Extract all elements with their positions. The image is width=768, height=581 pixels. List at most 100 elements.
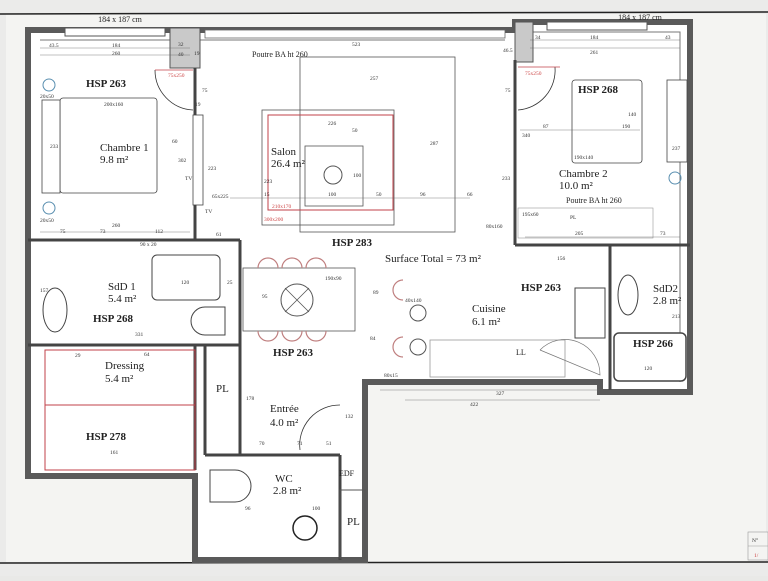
entree-area: 4.0 m² — [270, 417, 299, 429]
dimension-label: 95 — [262, 294, 268, 300]
pendant-light-icon — [280, 283, 314, 317]
sheet-border-top — [0, 11, 768, 15]
dimension-label: 50 — [352, 128, 358, 134]
water-heater — [292, 515, 318, 541]
washbasin — [42, 287, 68, 333]
wc-name: WC — [275, 473, 293, 485]
dimension-label: 20x50 — [40, 218, 54, 224]
dimension-label: 75 — [505, 88, 511, 94]
dimension-label: 32 — [178, 42, 184, 48]
dimension-label: 73 — [660, 231, 666, 237]
dimension-lines — [40, 39, 680, 401]
dimension-label: 19 — [195, 102, 201, 108]
dimension-label: 75 — [60, 229, 66, 235]
dimension-label: 260 — [112, 51, 121, 57]
dimension-label: 20x50 — [40, 94, 54, 100]
dimension-label: 226 — [328, 121, 337, 127]
dimension-label: 96 — [245, 506, 251, 512]
chambre1-area: 9.8 m² — [100, 154, 129, 166]
dimension-label: 65x225 — [212, 194, 229, 200]
wc-area: 2.8 m² — [273, 485, 302, 497]
dimension-label: 66 — [467, 192, 473, 198]
sdd2-area: 2.8 m² — [653, 295, 682, 307]
kitchen-counter — [429, 339, 566, 378]
dining-chairs — [257, 257, 404, 358]
ceiling-light-icon — [323, 165, 343, 185]
dimension-label: 43 — [665, 35, 671, 41]
toilet — [209, 469, 252, 503]
dimension-label: 287 — [430, 141, 439, 147]
chambre2-name: Chambre 2 — [559, 168, 608, 180]
dressing-name: Dressing — [105, 360, 145, 372]
light-icon — [409, 304, 427, 322]
dimension-label: 73 — [100, 229, 106, 235]
ll-label: LL — [516, 348, 526, 357]
dimension-label: 157 — [40, 288, 49, 294]
dimension-label: 261 — [590, 50, 599, 56]
dimension-label: 132 — [345, 414, 354, 420]
window-size-label-left: 184 x 187 cm — [98, 15, 143, 24]
dimension-label: 302 — [178, 158, 187, 164]
structural-column — [514, 21, 534, 63]
headboard — [666, 79, 688, 163]
dressing-red-lines — [44, 349, 196, 471]
lamp-icon — [42, 201, 56, 215]
dimension-label: 233 — [50, 144, 59, 150]
dimension-label: 237 — [672, 146, 681, 152]
sofa — [299, 56, 456, 233]
chambre1-hsp: HSP 263 — [86, 78, 127, 90]
dimension-label: 205 — [575, 231, 584, 237]
cuisine-area: 6.1 m² — [472, 316, 501, 328]
dimension-label: 190 — [622, 124, 631, 130]
window-size-label-right: 184 x 187 cm — [618, 13, 663, 22]
sdd2-hsp: HSP 266 — [633, 338, 674, 350]
dimension-label: 100 — [353, 173, 362, 179]
sdd1-name: SdD 1 — [108, 281, 136, 293]
chambre2-area: 10.0 m² — [559, 180, 594, 192]
surface-total: Surface Total = 73 m² — [385, 253, 482, 265]
sdd1-hsp: HSP 268 — [93, 313, 134, 325]
dimension-label: 15 — [264, 192, 270, 198]
dimension-label: 87 — [543, 124, 549, 130]
dimension-label: 331 — [135, 332, 144, 338]
rug-210x170 — [267, 114, 394, 211]
dimension-label: 51 — [326, 441, 332, 447]
pendant-light-cross — [284, 287, 310, 313]
dimension-label: 161 — [110, 450, 119, 456]
headboard — [41, 99, 61, 194]
dimension-label: 80x160 — [486, 224, 503, 230]
dimension-label: 61 — [216, 232, 222, 238]
door-size-label: 75x250 — [168, 73, 185, 79]
dimension-label: 46.5 — [503, 48, 513, 54]
dimension-label: 40 — [178, 52, 184, 58]
dressing-area: 5.4 m² — [105, 373, 134, 385]
inner-wall-line — [40, 31, 681, 382]
dining-hsp: HSP 263 — [273, 347, 314, 359]
closet-chambre-2 — [517, 207, 654, 239]
window — [204, 29, 506, 39]
dimension-label: 523 — [352, 42, 361, 48]
dimension-label: 257 — [370, 76, 379, 82]
dimension-label: 422 — [470, 402, 479, 408]
tv-label: TV — [205, 209, 212, 215]
dimension-label: 120 — [644, 366, 653, 372]
dimension-label: 190x90 — [325, 276, 342, 282]
dimension-label: 300x200 — [264, 217, 284, 223]
dimension-label: 50 — [376, 192, 382, 198]
dimension-label: 84 — [370, 336, 376, 342]
dimension-label: 60 — [172, 139, 178, 145]
dimension-label: 178 — [246, 396, 255, 402]
coffee-table — [304, 145, 364, 207]
cuisine-name: Cuisine — [472, 303, 506, 315]
title-block-page: 1/ — [754, 553, 759, 559]
kitchen-sink — [574, 287, 606, 339]
dimension-label: 140 — [628, 112, 637, 118]
chambre2-closet-label: PL — [570, 215, 577, 221]
dimension-label: 327 — [496, 391, 505, 397]
doors — [154, 66, 560, 451]
salon-hsp: HSP 283 — [332, 237, 373, 249]
door-size-label: 75x250 — [525, 71, 542, 77]
dimension-label: 120 — [181, 280, 190, 286]
title-block-number-label: N° — [752, 537, 758, 544]
